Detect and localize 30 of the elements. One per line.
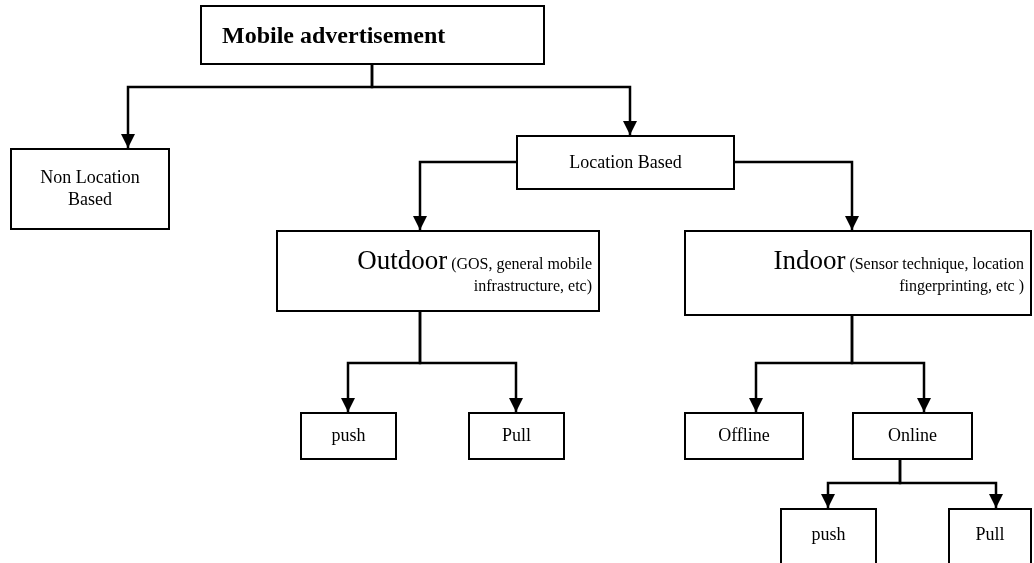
node-label: Non Location Based	[40, 167, 140, 209]
category-box	[276, 230, 600, 312]
category-box	[10, 148, 170, 230]
arrow	[735, 160, 859, 230]
category-note: (Sensor technique, location fingerprinting, etc )	[849, 255, 1024, 295]
node-label: Online	[888, 425, 937, 446]
category-box	[684, 412, 804, 460]
node-label: Mobile advertisement	[222, 21, 446, 48]
category-box	[780, 508, 877, 563]
category-box	[852, 412, 973, 460]
category-note: (GOS, general mobile infrastructure, etc)	[451, 255, 592, 295]
node-label: Offline	[718, 425, 770, 446]
arrow	[413, 160, 516, 230]
category-box	[516, 135, 735, 190]
arrow	[898, 460, 1003, 508]
category-box	[468, 412, 565, 460]
node-label: Pull	[502, 425, 531, 446]
arrow	[850, 316, 931, 412]
category-box	[300, 412, 397, 460]
node-label: push	[811, 524, 846, 544]
node-label: Location Based	[569, 151, 682, 172]
category-label: Outdoor	[357, 245, 448, 275]
title-box	[200, 5, 545, 65]
arrow	[418, 312, 523, 412]
category-box	[948, 508, 1032, 563]
category-label: Indoor	[773, 245, 846, 275]
arrow	[370, 65, 637, 135]
node-label: Pull	[975, 524, 1005, 544]
node-label: push	[331, 425, 366, 446]
category-box	[684, 230, 1032, 316]
